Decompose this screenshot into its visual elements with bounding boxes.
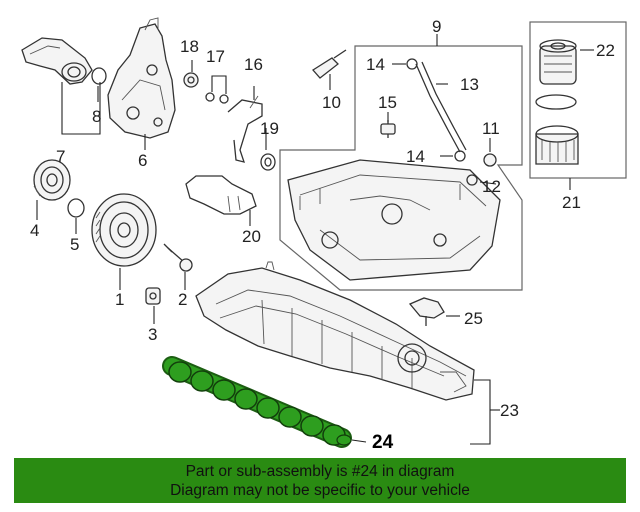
banner-line-2: Diagram may not be specific to your vehi…	[170, 482, 470, 499]
part-bolt-15	[380, 120, 396, 138]
callout-11: 11	[482, 119, 500, 138]
callout-7: 7	[56, 147, 65, 166]
banner: Part or sub-assembly is #24 in diagram D…	[14, 458, 626, 503]
box-21	[529, 21, 627, 179]
part-filter-oring	[535, 94, 577, 110]
part-damper-1	[91, 193, 157, 267]
part-seals-17	[205, 92, 229, 104]
part-pipe-16	[227, 95, 263, 163]
callout-25: 25	[464, 309, 483, 328]
gasket-port-seal	[300, 415, 324, 437]
bracket-7	[61, 82, 101, 135]
callout-16: 16	[244, 55, 263, 74]
part-gasket-24	[162, 356, 352, 448]
callout-19: 19	[260, 119, 279, 138]
part-dipstick-tube-13	[415, 61, 467, 153]
part-hose-20	[185, 175, 257, 215]
callout-8: 8	[92, 107, 101, 126]
part-housing-6	[107, 17, 176, 139]
callout-14: 14	[366, 55, 385, 74]
gasket-end-tab	[336, 434, 352, 446]
part-intake-manifold-23	[195, 261, 475, 401]
part-filter-cap	[535, 125, 579, 165]
part-bolt-3	[145, 287, 161, 305]
callout-10: 10	[322, 93, 341, 112]
callout-6: 6	[138, 151, 147, 170]
callout-17: 17	[206, 47, 225, 66]
gasket-port-seal	[256, 397, 280, 419]
callout-22: 22	[596, 41, 615, 60]
part-oring-14b	[454, 150, 466, 162]
callout-13: 13	[460, 75, 479, 94]
callout-15: 15	[378, 93, 397, 112]
callout-18: 18	[180, 37, 199, 56]
part-seal-19	[260, 153, 276, 171]
callout-14: 14	[406, 147, 425, 166]
part-drain-plug-11	[483, 153, 497, 167]
callout-9: 9	[432, 17, 441, 36]
part-pulley-4	[33, 159, 71, 201]
part-oring-8	[91, 67, 107, 85]
gasket-port-seal	[234, 388, 258, 410]
part-filter-22	[539, 39, 577, 85]
part-water-outlet	[21, 37, 93, 85]
callout-23: 23	[500, 401, 519, 420]
callout-4: 4	[30, 221, 39, 240]
leader-12	[479, 181, 497, 185]
part-sensor-18	[183, 72, 199, 88]
leader-24	[351, 439, 367, 443]
part-bracket-25	[408, 297, 445, 326]
banner-line-1: Part or sub-assembly is #24 in diagram	[185, 463, 455, 480]
callout-21: 21	[562, 193, 581, 212]
callout-12: 12	[482, 177, 501, 196]
part-oring-14a	[406, 58, 418, 70]
gasket-port-seal	[168, 361, 192, 383]
callout-1: 1	[115, 290, 124, 309]
gasket-port-seal	[212, 379, 236, 401]
gasket-port-seal	[190, 370, 214, 392]
callout-20: 20	[242, 227, 261, 246]
part-oring-5	[67, 198, 85, 218]
callout-3: 3	[148, 325, 157, 344]
part-bolt-2	[163, 243, 193, 272]
callout-24: 24	[372, 432, 394, 453]
callout-2: 2	[178, 290, 187, 309]
part-washer-12	[466, 174, 478, 186]
part-sealant-10	[312, 49, 347, 79]
gasket-port-seal	[278, 406, 302, 428]
bracket-23	[470, 379, 491, 445]
callout-5: 5	[70, 235, 79, 254]
bracket-17	[211, 75, 227, 94]
box-9	[279, 45, 523, 291]
part-oil-pan	[287, 159, 501, 281]
